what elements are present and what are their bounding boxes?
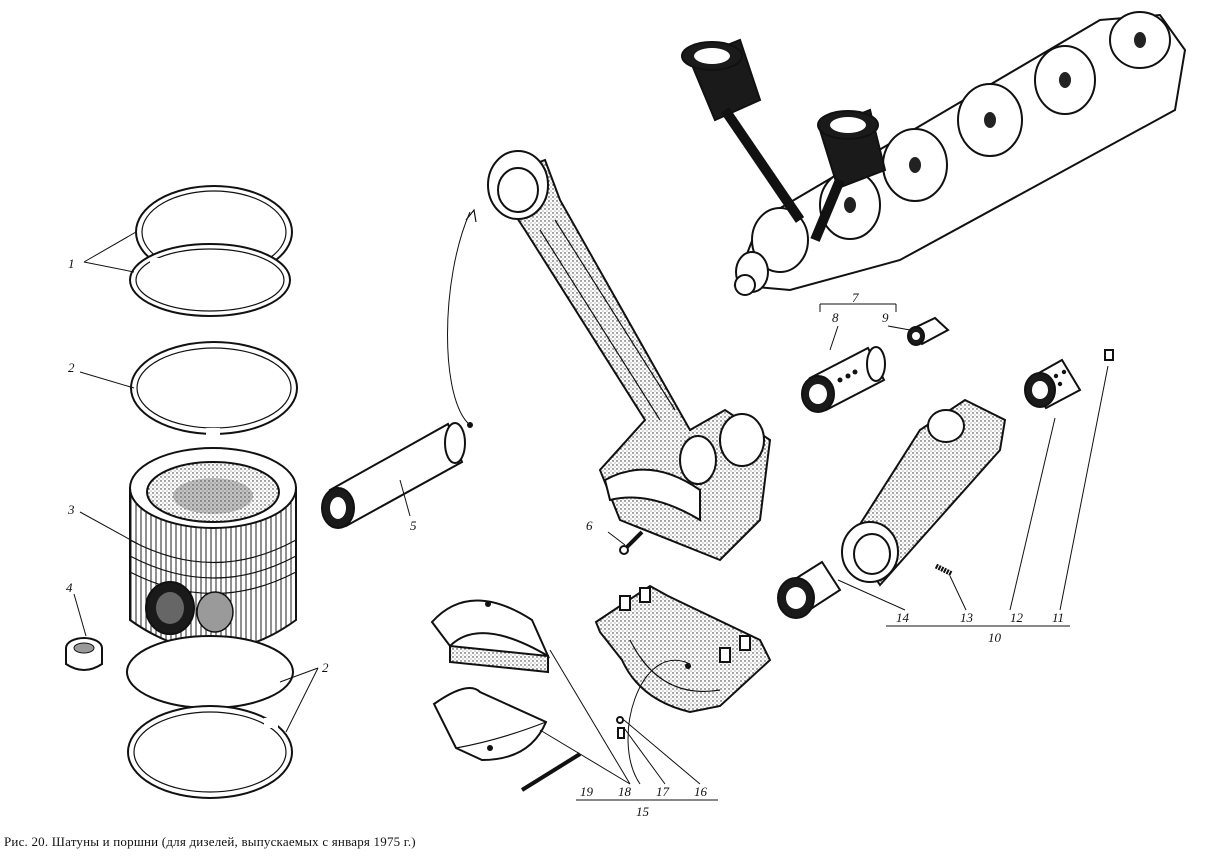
piston-plug: [65, 637, 103, 671]
callout-18: 18: [618, 784, 632, 799]
piston-pin: [321, 208, 477, 529]
connecting-rod: [487, 150, 772, 562]
auxiliary-rod: [841, 398, 1007, 587]
piston: [129, 447, 297, 651]
bearing-shell-upper: [430, 599, 551, 674]
crankshaft-assembly: [681, 11, 1187, 296]
callout-19: 19: [580, 784, 594, 799]
bearing-cap: [594, 584, 772, 714]
callout-10: 10: [988, 630, 1002, 645]
oil-ring-upper: [130, 341, 298, 438]
callout-2-upper: 2: [68, 360, 75, 375]
callout-8: 8: [832, 310, 839, 325]
compression-rings: [129, 185, 293, 317]
oil-rings-lower: [126, 635, 294, 799]
callout-11: 11: [1052, 610, 1064, 625]
rod-bolt: [607, 530, 644, 555]
callout-15: 15: [636, 804, 650, 819]
callout-6: 6: [586, 518, 593, 533]
callout-12: 12: [1010, 610, 1024, 625]
callout-9: 9: [882, 310, 889, 325]
callout-1: 1: [68, 256, 75, 271]
dowel-19: [520, 752, 582, 792]
plug-9: [907, 316, 950, 346]
callout-13: 13: [960, 610, 974, 625]
callout-labels: 1 2 3 4 2 5 6 7 8 9 10 11 12 13 14 15 16…: [66, 256, 1064, 819]
figure-caption: Рис. 20. Шатуны и поршни (для дизелей, в…: [4, 834, 416, 849]
bushing-12: [1024, 358, 1082, 410]
callout-7: 7: [852, 290, 859, 305]
callout-16: 16: [694, 784, 708, 799]
bearing-shell-lower: [432, 687, 548, 762]
bushing-14: [777, 560, 842, 619]
bushing-8: [801, 346, 886, 413]
callout-3: 3: [67, 502, 75, 517]
pin-11: [1104, 349, 1114, 361]
callout-17: 17: [656, 784, 670, 799]
spring-13: [934, 563, 954, 577]
callout-5: 5: [410, 518, 417, 533]
callout-2-lower: 2: [322, 660, 329, 675]
callout-4: 4: [66, 580, 73, 595]
pin-17: [616, 716, 625, 739]
callout-14: 14: [896, 610, 910, 625]
leader-lines: [73, 231, 1109, 801]
